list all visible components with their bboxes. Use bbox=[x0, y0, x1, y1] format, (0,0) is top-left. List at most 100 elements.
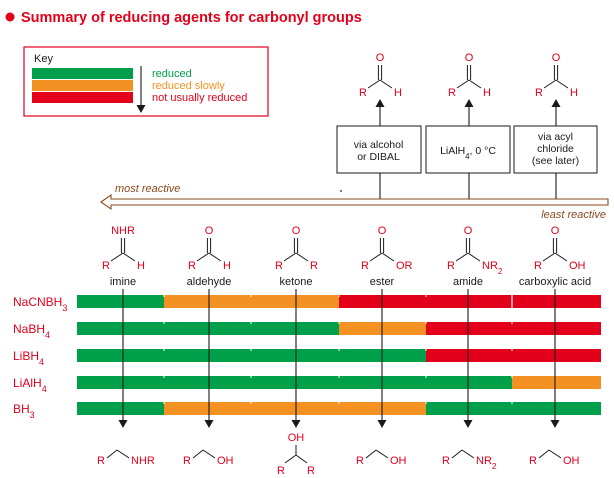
key-arrow-head bbox=[136, 105, 146, 113]
substrate-ester-right-group: OR bbox=[396, 260, 413, 272]
column-arrow-head-2 bbox=[204, 420, 214, 428]
substrate-ester-top-atom: O bbox=[378, 225, 387, 237]
product-secondary-alcohol-bond-right bbox=[295, 454, 308, 464]
route-3-line-2: chloride bbox=[537, 143, 574, 155]
route-box-border-1 bbox=[336, 125, 422, 174]
substrate-carboxylic-acid-bond-right bbox=[554, 252, 568, 262]
top-aldehyde-3-top-atom: O bbox=[552, 52, 561, 64]
top-aldehyde-3-right-group: H bbox=[570, 87, 578, 99]
substrate-ester-left-group: R bbox=[361, 260, 369, 272]
reagent-name-2: NaBH4 bbox=[13, 322, 50, 340]
substrate-ester-bond-right bbox=[381, 252, 395, 262]
product-primary-alcohol-2-bond-b bbox=[375, 449, 389, 459]
substrate-amide-top-atom: O bbox=[464, 225, 473, 237]
product-tertiary-amine-bond-a bbox=[451, 449, 463, 459]
top-aldehyde-1-top-atom: O bbox=[376, 52, 385, 64]
reagent-4-band-3 bbox=[251, 376, 339, 389]
substrate-name-6: carboxylic acid bbox=[519, 276, 591, 288]
substrate-carboxylic-acid-right-group: OH bbox=[569, 260, 586, 272]
reagent-5-band-2 bbox=[164, 402, 251, 415]
reagent-2-band-5 bbox=[426, 322, 512, 335]
substrate-imine-left-group: R bbox=[102, 260, 110, 272]
substrate-imine-top-atom: NHR bbox=[111, 225, 135, 237]
reagent-1-band-3 bbox=[251, 295, 339, 308]
key-label-reduced: reduced bbox=[152, 68, 192, 80]
reagent-2-band-2 bbox=[164, 322, 251, 335]
column-arrow-head-1 bbox=[118, 420, 128, 428]
column-arrow-head-5 bbox=[463, 420, 473, 428]
route-2-text: LiAlH4, 0 °C bbox=[440, 145, 496, 161]
top-aldehyde-3: O R H bbox=[535, 52, 578, 99]
reagent-5-band-6 bbox=[512, 402, 601, 415]
reagent-row-4: LiAlH4 bbox=[13, 376, 601, 394]
substrate-amide-left-group: R bbox=[447, 260, 455, 272]
top-aldehyde-2-left-group: R bbox=[448, 87, 456, 99]
substrate-aldehyde-right-group: H bbox=[223, 260, 231, 272]
reagent-5-band-1 bbox=[77, 402, 164, 415]
key-swatch-not bbox=[32, 92, 133, 103]
top-aldehyde-3-left-group: R bbox=[535, 87, 543, 99]
route-1-line-1: via alcohol bbox=[354, 139, 404, 151]
product-primary-alcohol-3-right-group: OH bbox=[563, 455, 580, 467]
substrate-carboxylic-acid-top-atom: O bbox=[551, 225, 560, 237]
product-primary-alcohol-1-bond-a bbox=[192, 449, 204, 459]
substrate-aldehyde-top-atom: O bbox=[205, 225, 214, 237]
top-aldehyde-1-left-group: R bbox=[359, 87, 367, 99]
top-aldehyde-2-bond-left bbox=[456, 79, 470, 89]
product-primary-alcohol-2-left-group: R bbox=[356, 455, 364, 467]
top-arrow-head-2 bbox=[464, 99, 474, 107]
top-aldehyde-1-bond-left bbox=[367, 79, 381, 89]
route-box-border-3 bbox=[513, 125, 598, 174]
product-amine-left-group: R bbox=[97, 455, 105, 467]
top-aldehyde-2-right-group: H bbox=[483, 87, 491, 99]
reagent-1-band-6 bbox=[512, 295, 601, 308]
reagent-4-band-2 bbox=[164, 376, 251, 389]
substrate-imine-bond-left bbox=[110, 252, 124, 262]
product-primary-alcohol-3-left-group: R bbox=[529, 455, 537, 467]
product-secondary-alcohol-bond-left bbox=[284, 454, 297, 464]
route-1-line-2: or DIBAL bbox=[357, 151, 400, 163]
substrate-carboxylic-acid-left-group: R bbox=[534, 260, 542, 272]
product-secondary-alcohol-oh: OH bbox=[288, 432, 305, 444]
top-arrow-head-1 bbox=[375, 99, 385, 107]
product-tertiary-amine-right-group: NR2 bbox=[476, 455, 497, 471]
title-block: Summary of reducing agents for carbonyl … bbox=[5, 10, 362, 26]
route-box-3 bbox=[513, 125, 598, 174]
key-swatch-reduced bbox=[32, 68, 133, 79]
substrate-name-5: amide bbox=[453, 276, 483, 288]
reagent-3-band-5 bbox=[426, 349, 512, 362]
top-aldehyde-1-right-group: H bbox=[394, 87, 402, 99]
product-secondary-alcohol-r-right: R bbox=[307, 465, 315, 477]
substrate-aldehyde-bond-right bbox=[208, 252, 222, 262]
product-primary-alcohol-3: R OH bbox=[529, 449, 580, 467]
route-3-line-3: (see later) bbox=[532, 155, 579, 167]
reagent-3-band-6 bbox=[512, 349, 601, 362]
least-reactive-label: least reactive bbox=[541, 209, 606, 221]
product-primary-alcohol-1-bond-b bbox=[202, 449, 216, 459]
key-heading: Key bbox=[34, 53, 53, 65]
product-primary-alcohol-2-bond-a bbox=[365, 449, 377, 459]
column-arrow-head-3 bbox=[291, 420, 301, 428]
substrate-ketone-top-atom: O bbox=[292, 225, 301, 237]
key-label-not: not usually reduced bbox=[152, 92, 247, 104]
product-primary-alcohol-3-bond-a bbox=[538, 449, 550, 459]
product-primary-alcohol-1-left-group: R bbox=[183, 455, 191, 467]
route-3-line-1: via acyl bbox=[538, 131, 573, 143]
column-arrow-head-6 bbox=[550, 420, 560, 428]
reagent-1-band-1 bbox=[77, 295, 164, 308]
substrate-name-2: aldehyde bbox=[187, 276, 232, 288]
key-swatch-slow bbox=[32, 80, 133, 91]
reagent-4-band-5 bbox=[426, 376, 512, 389]
route-box-1 bbox=[336, 125, 422, 174]
reagent-name-5: BH3 bbox=[13, 402, 35, 420]
reagent-5-band-5 bbox=[426, 402, 512, 415]
